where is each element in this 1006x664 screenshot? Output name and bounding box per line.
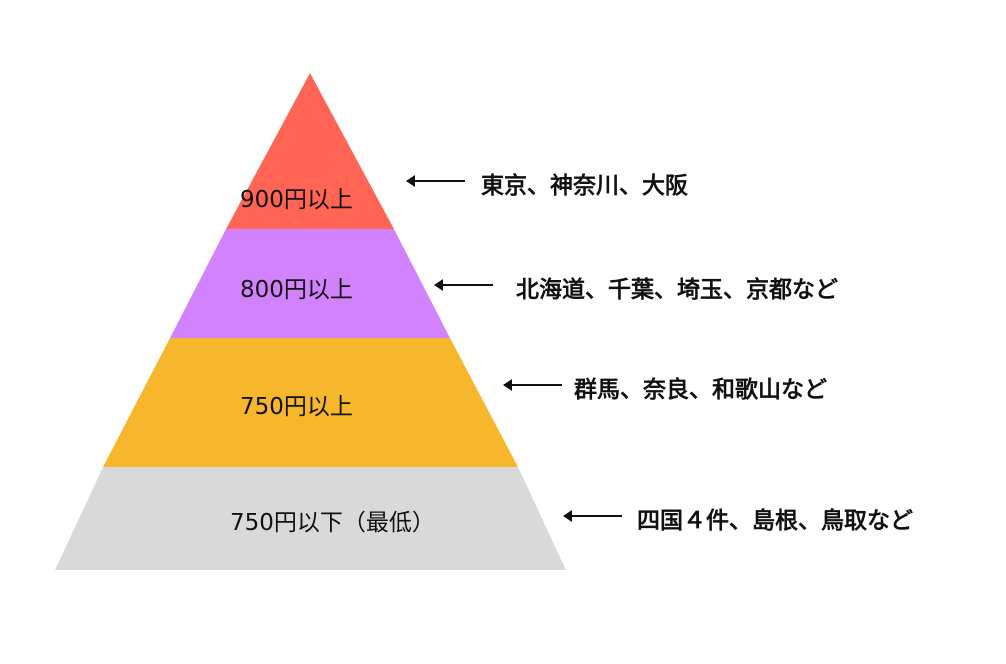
tier-label-bottom: 750円以下（最低）	[230, 510, 435, 536]
tier-label-second: 800円以上	[240, 277, 353, 303]
region-label-top: 東京、神奈川、大阪	[481, 173, 688, 199]
region-label-third: 群馬、奈良、和歌山など	[574, 377, 827, 403]
arrow-left-icon	[563, 510, 622, 522]
tier-label-third: 750円以上	[240, 394, 353, 420]
arrow-left-icon	[406, 175, 465, 187]
pyramid-tier-bottom	[55, 467, 566, 570]
region-label-second: 北海道、千葉、埼玉、京都など	[516, 277, 838, 303]
pyramid-tier-third	[103, 338, 518, 467]
arrow-left-icon	[434, 279, 493, 291]
pyramid-tier-top	[226, 73, 394, 229]
tier-label-top: 900円以上	[240, 187, 353, 213]
arrow-left-icon	[503, 379, 562, 391]
pyramid-tier-second	[170, 229, 450, 338]
region-label-bottom: 四国４件、島根、鳥取など	[637, 508, 913, 534]
